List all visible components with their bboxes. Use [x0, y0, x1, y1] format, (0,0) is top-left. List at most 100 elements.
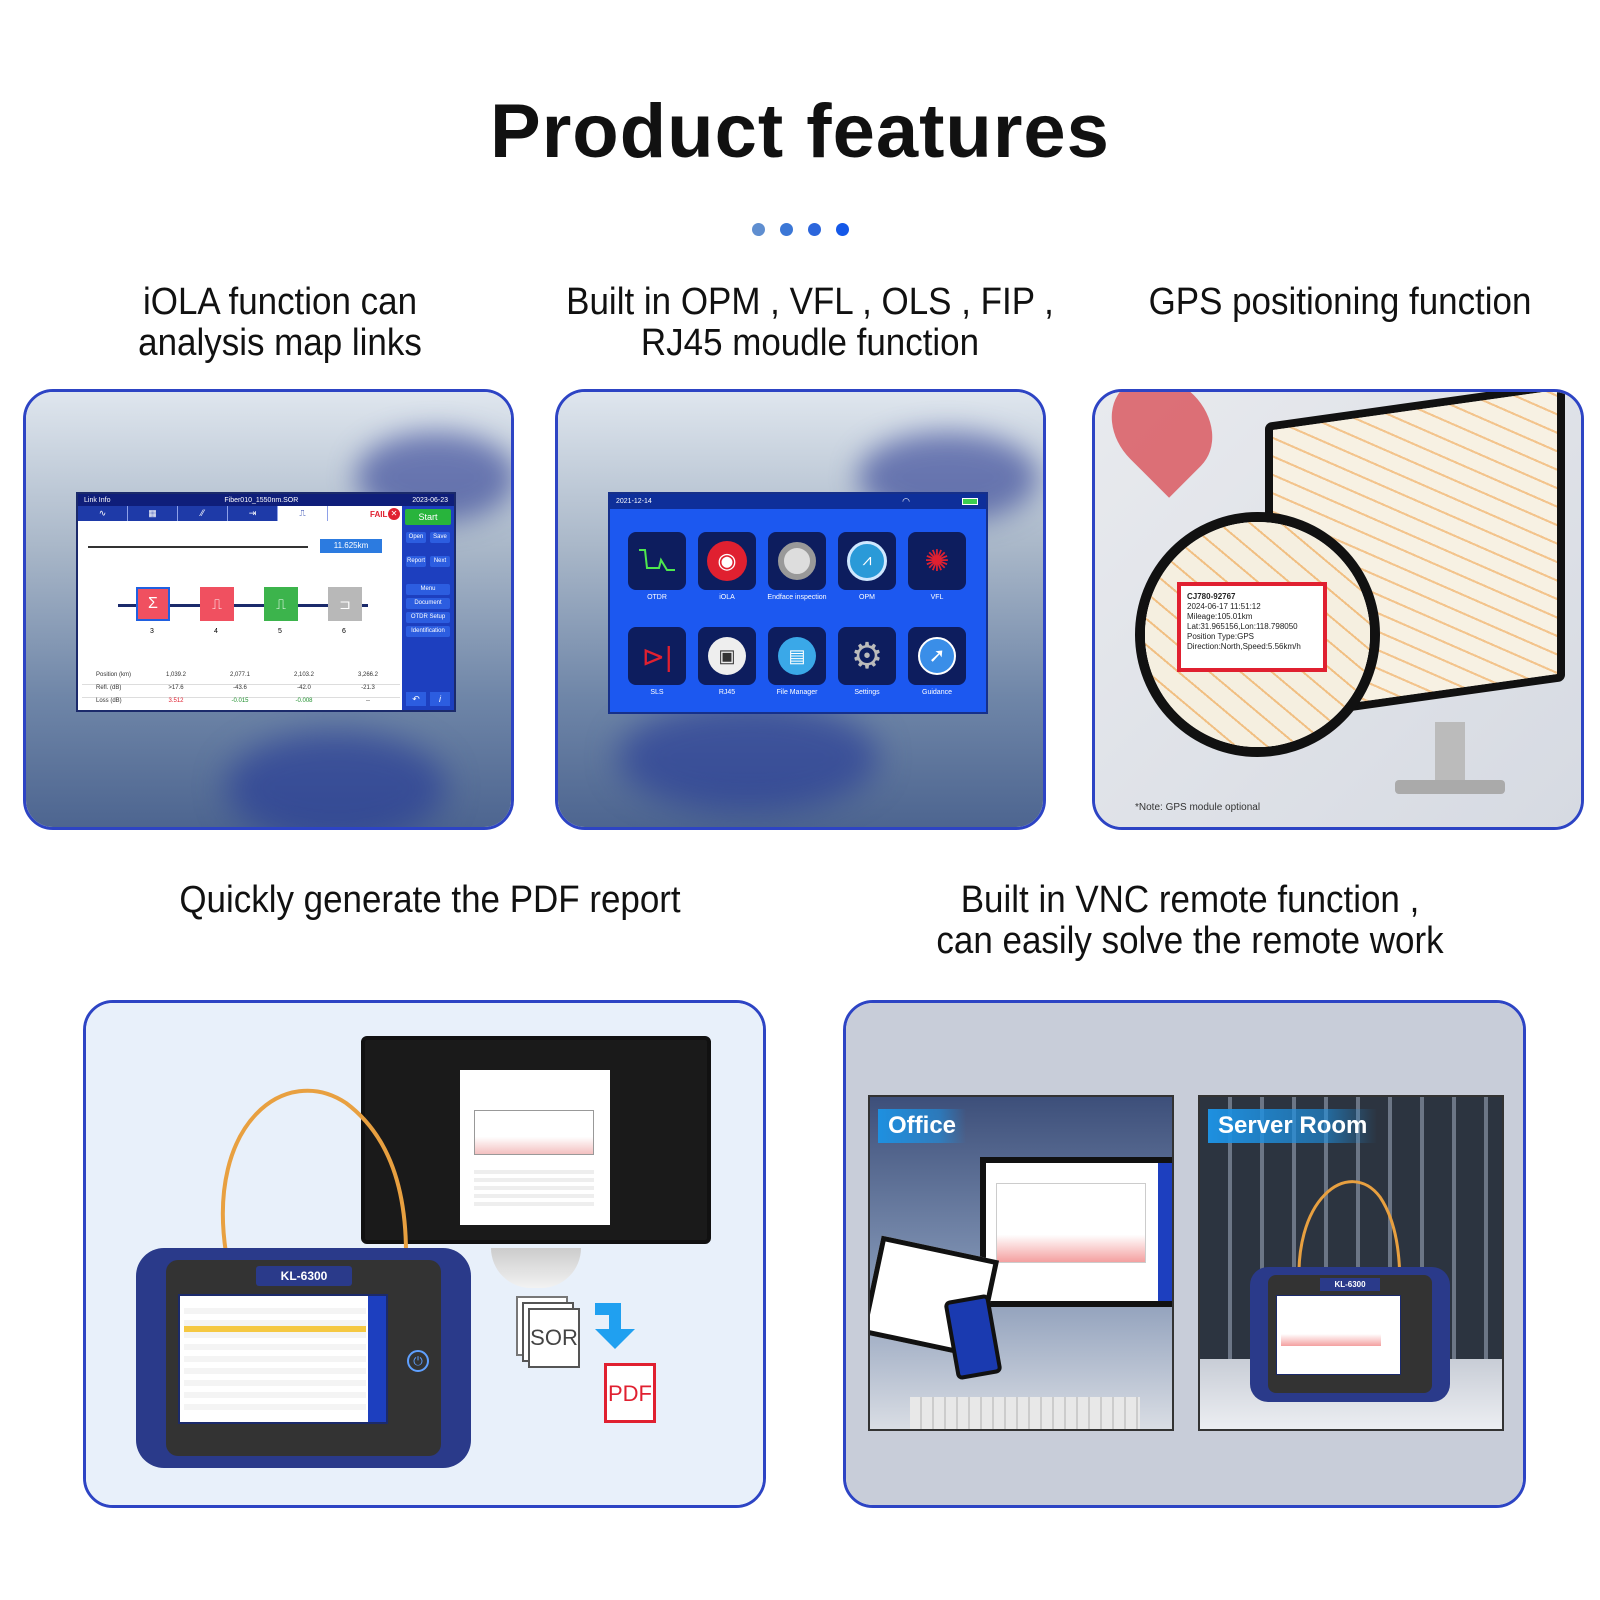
iola-app-icon[interactable]: ◉ [698, 532, 756, 590]
dot-1[interactable] [752, 223, 765, 236]
caption-modules: Built in OPM , VFL , OLS , FIP , RJ45 mo… [543, 282, 1077, 364]
document-button[interactable]: Document [406, 598, 450, 609]
fail-x-icon: ✕ [388, 508, 400, 520]
server-otdr-device: KL-6300 [1250, 1267, 1450, 1402]
tab-link-icon[interactable]: ⎍ [278, 506, 328, 521]
distance-badge: 11.625km [320, 539, 382, 553]
guidance-app-icon[interactable]: ➚ [908, 627, 966, 685]
server-device-model: KL-6300 [1320, 1278, 1380, 1291]
dot-4[interactable] [836, 223, 849, 236]
fiber-cable-path [1297, 1180, 1402, 1298]
pdf-monitor [361, 1036, 711, 1244]
caption-gps-line1: GPS positioning function [1148, 281, 1532, 323]
magnifier-lens: CJ780-92767 2024-06-17 11:51:12 Mileage:… [1135, 512, 1380, 757]
caption-iola-line2: analysis map links [138, 322, 422, 364]
device-model-label: KL-6300 [256, 1266, 352, 1286]
event-table: Position (km) 1,039.2 2,077.1 2,103.2 3,… [82, 672, 400, 711]
otdr-setup-button[interactable]: OTDR Setup [406, 612, 450, 623]
event-pass-icon[interactable]: ⎍ [264, 587, 298, 621]
caption-gps: GPS positioning function [1110, 282, 1570, 323]
table-cell: >17.6 [168, 685, 184, 691]
caption-pdf: Quickly generate the PDF report [108, 880, 752, 921]
server-device-screen [1276, 1295, 1401, 1375]
table-cell: 3.512 [168, 698, 184, 704]
page-title: Product features [490, 89, 1110, 174]
endface-inspection-app-icon[interactable] [768, 532, 826, 590]
pdf-chart-area [474, 1110, 594, 1155]
vfl-app-icon[interactable]: ✺ [908, 532, 966, 590]
table-row: Refl. (dB) >17.6 -43.6 -42.0 -21.3 [82, 685, 400, 698]
dot-2[interactable] [780, 223, 793, 236]
identification-button[interactable]: Identification [406, 626, 450, 637]
gps-device-id: CJ780-92767 [1187, 592, 1236, 601]
iola-header-right: 2023-06-23 [412, 496, 448, 504]
caption-modules-line2: RJ45 moudle function [640, 322, 980, 364]
app-label: OTDR [647, 594, 667, 601]
gps-note: *Note: GPS module optional [1135, 802, 1261, 813]
fiber-cable-path [220, 1088, 408, 1254]
file-manager-sidebar [368, 1296, 386, 1422]
gps-position-type: Position Type:GPS [1187, 632, 1254, 641]
side-icon-report[interactable]: Report [406, 556, 426, 567]
event-end-icon[interactable]: ⊐ [328, 587, 362, 621]
iola-sidebar: Start Open Save Report Next Menu Documen… [402, 506, 454, 710]
side-icon-next[interactable]: Next [430, 556, 450, 567]
table-row: Loss (dB) 3.512 -0.015 -0.008 -- [82, 698, 400, 711]
office-monitor-sidebar [1158, 1163, 1172, 1301]
table-cell: 2,077.1 [229, 672, 251, 678]
table-cell: -21.3 [361, 685, 375, 691]
gps-mileage: Mileage:105.01km [1187, 612, 1253, 621]
tab-arrow-icon[interactable]: ⇥ [228, 506, 278, 521]
sls-app-icon[interactable]: ⊳| [628, 627, 686, 685]
fail-label: FAIL [370, 510, 388, 519]
file-manager-app-icon[interactable]: ▤ [768, 627, 826, 685]
dot-3[interactable] [808, 223, 821, 236]
fiber-cable [1297, 1180, 1402, 1298]
iola-tabs: ∿ ▦ ⁄⁄ ⇥ ⎍ [78, 506, 328, 521]
menu-button[interactable]: Menu [406, 584, 450, 595]
event-loss-icon[interactable]: Σ [136, 587, 170, 621]
gps-coordinates: Lat:31.965156,Lon:118.798050 [1187, 622, 1298, 631]
file-manager-highlight-row [184, 1326, 366, 1332]
side-icon-save[interactable]: Save [430, 532, 450, 543]
office-monitor [980, 1157, 1172, 1307]
card-modules: 2021-12-14 ◠ OTDR ◉ iOLA Endface inspect… [555, 389, 1046, 830]
tab-table-icon[interactable]: ▦ [128, 506, 178, 521]
info-icon[interactable]: i [430, 692, 450, 706]
menu-screen: 2021-12-14 ◠ OTDR ◉ iOLA Endface inspect… [608, 492, 988, 714]
gps-info-popup: CJ780-92767 2024-06-17 11:51:12 Mileage:… [1177, 582, 1327, 672]
tab-analysis-icon[interactable]: ⁄⁄ [178, 506, 228, 521]
device-body: KL-6300 ⏻ [166, 1260, 441, 1456]
gps-timestamp: 2024-06-17 11:51:12 [1187, 602, 1261, 611]
otdr-handheld-device: KL-6300 ⏻ [136, 1248, 471, 1468]
device-screen [178, 1294, 388, 1424]
table-row-label: Refl. (dB) [96, 685, 122, 691]
card-vnc: Office KL-6300 Server Room [843, 1000, 1526, 1508]
iola-topbar: Link Info Fiber010_1550nm.SOR 2023-06-23 [78, 494, 454, 506]
otdr-app-icon[interactable] [628, 532, 686, 590]
table-cell: 2,103.2 [293, 672, 315, 678]
caption-iola-line1: iOLA function can [142, 281, 418, 323]
server-device-model-text: KL-6300 [1334, 1280, 1366, 1289]
event-reflect-icon[interactable]: ⎍ [200, 587, 234, 621]
opm-app-icon[interactable]: ⩘ [838, 532, 896, 590]
battery-icon [962, 498, 978, 505]
tab-trace-icon[interactable]: ∿ [78, 506, 128, 521]
convert-arrow-icon [595, 1303, 635, 1349]
start-button[interactable]: Start [405, 509, 451, 525]
office-keyboard [910, 1397, 1140, 1429]
settings-app-icon[interactable]: ⚙ [838, 627, 896, 685]
caption-vnc-line1: Built in VNC remote function , [960, 879, 1420, 921]
side-icon-open[interactable]: Open [406, 532, 426, 543]
pdf-document-page [460, 1070, 610, 1225]
office-photo: Office [868, 1095, 1174, 1431]
office-tag: Office [878, 1109, 967, 1143]
fiber-cable [220, 1088, 408, 1254]
server-room-photo: KL-6300 Server Room [1198, 1095, 1504, 1431]
diode-icon: ⊳| [641, 640, 673, 672]
table-cell: -42.0 [297, 685, 311, 691]
power-button-icon[interactable]: ⏻ [407, 1350, 429, 1372]
office-monitor-chart [996, 1183, 1146, 1263]
back-icon[interactable]: ↶ [406, 692, 426, 706]
rj45-app-icon[interactable]: ▣ [698, 627, 756, 685]
